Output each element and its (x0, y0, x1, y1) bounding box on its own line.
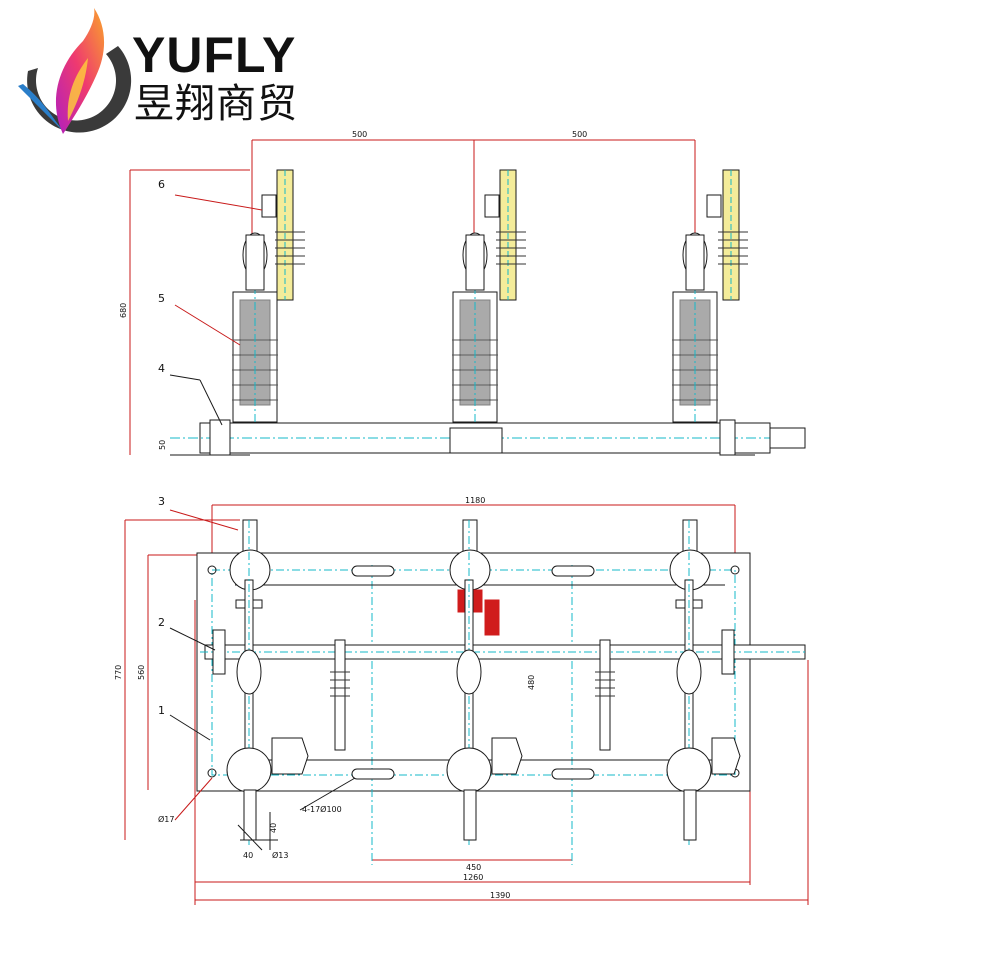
dim-base-height: 50 (158, 440, 167, 450)
dim-total-height: 680 (119, 303, 128, 318)
part-label-5: 5 (158, 292, 165, 305)
dim-overall-depth: 770 (114, 665, 123, 680)
brand-name-chinese: 昱翔商贸 (134, 81, 298, 127)
part-label-1: 1 (158, 704, 165, 717)
pole-right (595, 519, 741, 845)
flame-logo-icon (18, 8, 132, 134)
pole-middle (446, 519, 523, 845)
insulator-middle (452, 169, 526, 425)
dim-spacing-right: 500 (572, 130, 587, 139)
dim-hole-center: 450 (466, 863, 481, 872)
dim-hole-diameter: Ø17 (158, 814, 174, 824)
part-label-4: 4 (158, 362, 165, 375)
insulator-right (672, 169, 748, 425)
top-view (124, 504, 809, 905)
part-label-2: 2 (158, 616, 165, 629)
dim-terminal-40a: 40 (269, 823, 278, 833)
dim-mounting-width: 1180 (465, 496, 485, 505)
front-view (129, 139, 806, 456)
dim-hole-depth: 560 (137, 665, 146, 680)
dim-overall-length: 1390 (490, 891, 510, 900)
insulator-left (232, 169, 305, 425)
logo (8, 6, 308, 141)
dim-slots: 4-17Ø100 (302, 804, 342, 814)
part-label-3: 3 (158, 495, 165, 508)
dim-terminal-40b: 40 (243, 851, 253, 860)
dim-terminal-hole: Ø13 (272, 850, 288, 860)
brand-name: YUFLY (132, 27, 297, 83)
dim-spacing-left: 500 (352, 130, 367, 139)
dim-frame-length: 1260 (463, 873, 483, 882)
pole-left (226, 519, 350, 845)
part-label-6: 6 (158, 178, 165, 191)
dim-inner-depth: 480 (527, 675, 536, 690)
